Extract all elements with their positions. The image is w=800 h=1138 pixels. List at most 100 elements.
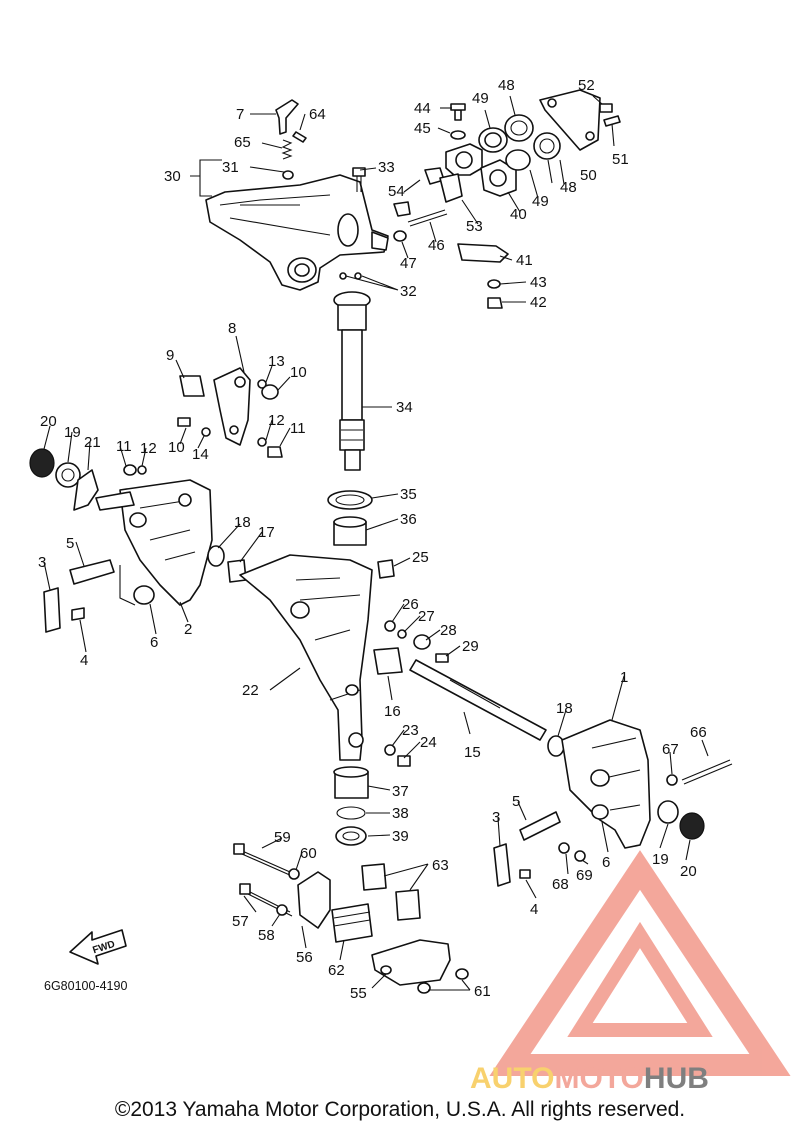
callout-18b: 18 [556,700,573,717]
callout-3: 3 [38,554,46,571]
callout-55: 55 [350,985,367,1002]
callout-42: 42 [530,294,547,311]
nut-20-left [29,448,55,478]
callout-8: 8 [228,320,236,337]
lever-7 [275,99,299,135]
callout-43: 43 [530,274,547,291]
clamp-bracket-right-1 [493,719,733,887]
callout-45: 45 [414,120,431,137]
watermark-triangle-outer [489,850,791,1076]
callout-67: 67 [662,741,679,758]
callout-7: 7 [236,106,244,123]
callout-3b: 3 [492,809,500,826]
swivel-bracket-22 [239,554,449,767]
watermark-moto: MOTO [554,1062,643,1095]
callout-25: 25 [412,549,429,566]
tilt-tube-15 [409,659,547,741]
callout-48b: 48 [560,179,577,196]
callout-59: 59 [274,829,291,846]
callout-54: 54 [388,183,405,200]
watermark-logo: AUTOMOTOHUB [470,850,791,1095]
callout-65: 65 [234,134,251,151]
washer-35 [327,490,373,510]
callout-46: 46 [428,237,445,254]
callout-28: 28 [440,622,457,639]
callout-31: 31 [222,159,239,176]
callout-10b: 10 [168,439,185,456]
callout-12b: 12 [140,440,157,457]
callout-49: 49 [472,90,489,107]
callout-20: 20 [40,413,57,430]
callout-66: 66 [690,724,707,741]
callout-6b: 6 [602,854,610,871]
callout-39: 39 [392,828,409,845]
callout-52: 52 [578,77,595,94]
callout-labels: 7 64 65 31 30 33 44 49 48 52 45 51 48 50… [38,77,707,1002]
callout-51: 51 [612,151,629,168]
callout-21: 21 [84,434,101,451]
callout-33: 33 [378,159,395,176]
callout-13: 13 [268,353,285,370]
leader-lines [43,95,709,991]
drawing-code: 6G80100-4190 [44,979,127,993]
callout-35: 35 [400,486,417,503]
callout-10: 10 [290,364,307,381]
callout-57: 57 [232,913,249,930]
callout-26: 26 [402,596,419,613]
callout-44: 44 [414,100,431,117]
callout-49b: 49 [532,193,549,210]
callout-23: 23 [402,722,419,739]
watermark-text: AUTOMOTOHUB [470,1062,709,1095]
callout-37: 37 [392,783,409,800]
callout-9: 9 [166,347,174,364]
callout-53: 53 [466,218,483,235]
callout-6: 6 [150,634,158,651]
callout-27: 27 [418,608,435,625]
callout-11b: 11 [116,438,132,455]
callout-69: 69 [576,867,593,884]
callout-41: 41 [516,252,533,269]
callout-19: 19 [64,424,81,441]
steering-bracket-assembly [205,99,389,291]
callout-58: 58 [258,927,275,944]
callout-16: 16 [384,703,401,720]
callout-20b: 20 [680,863,697,880]
callout-64: 64 [309,106,326,123]
callout-22: 22 [242,682,259,699]
callout-4b: 4 [530,901,538,918]
watermark-hub: HUB [644,1062,709,1095]
callout-40: 40 [510,206,527,223]
clamp-bracket-left-2 [95,367,283,606]
callout-19b: 19 [652,851,669,868]
callout-5: 5 [66,535,74,552]
upper-right-bracket-cluster [393,89,621,309]
callout-18: 18 [234,514,251,531]
callout-61: 61 [474,983,491,1000]
callout-32: 32 [400,283,417,300]
callout-56: 56 [296,949,313,966]
callout-36: 36 [400,511,417,528]
steering-shaft-34 [333,272,371,471]
callout-60: 60 [300,845,317,862]
washer-39 [335,826,367,846]
callout-62: 62 [328,962,345,979]
callout-2: 2 [184,621,192,638]
callout-24: 24 [420,734,437,751]
callout-50: 50 [580,167,597,184]
callout-48: 48 [498,77,515,94]
watermark-triangle-inner [567,921,713,1037]
callout-15: 15 [464,744,481,761]
callout-5b: 5 [512,793,520,810]
callout-47: 47 [400,255,417,272]
callout-11: 11 [290,420,306,437]
callout-34: 34 [396,399,413,416]
callout-12: 12 [268,412,285,429]
callout-29: 29 [462,638,479,655]
copyright-notice: ©2013 Yamaha Motor Corporation, U.S.A. A… [114,1098,686,1121]
oring-38 [336,806,366,820]
callout-30: 30 [164,168,181,185]
fwd-arrow-icon: FWD [69,929,127,965]
callout-63: 63 [432,857,449,874]
watermark-auto: AUTO [470,1062,554,1095]
